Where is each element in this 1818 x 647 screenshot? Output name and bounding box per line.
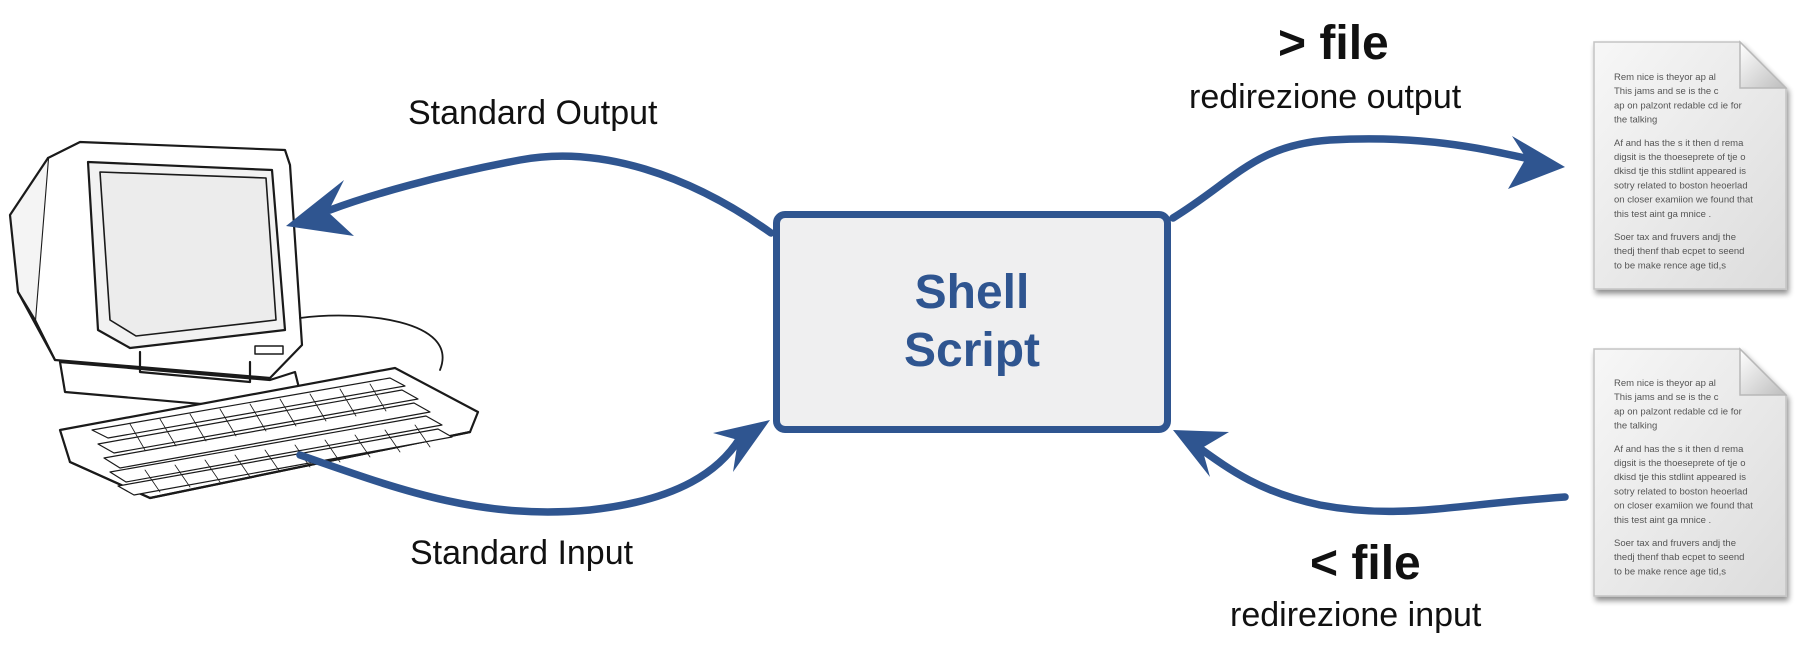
standard-output-arrow bbox=[326, 152, 775, 237]
document-text-line: to be make rence age tid,s bbox=[1614, 566, 1726, 577]
shell-script-box: Shell Script bbox=[773, 211, 1171, 433]
shell-script-line2: Script bbox=[903, 324, 1041, 377]
output-file-document-icon: Rem nice is theyor ap al This jams and se… bbox=[1593, 41, 1787, 290]
document-text-line: Soer tax and fruvers andj the bbox=[1614, 232, 1736, 243]
document-text-line: digsit is the thoeseprete of tje o bbox=[1614, 458, 1746, 469]
input-file-document-icon: Rem nice is theyor ap al This jams and se… bbox=[1593, 348, 1787, 597]
document-text-line: thedj thenf thab ecpet to seend bbox=[1614, 246, 1744, 257]
document-text-line: sotry related to boston heoerlad bbox=[1614, 180, 1748, 191]
document-text-line: ap on palzont redable cd ie for bbox=[1614, 406, 1742, 417]
document-text-line: the talking bbox=[1614, 115, 1657, 126]
document-text-line: on closer examiion we found that bbox=[1614, 195, 1753, 206]
standard-output-label: Standard Output bbox=[408, 94, 658, 132]
arrowhead-output-redirect bbox=[1508, 136, 1565, 189]
document-text-line: this test aint ga mnice . bbox=[1614, 209, 1711, 220]
computer-terminal-icon bbox=[8, 140, 480, 500]
input-redirect-description: redirezione input bbox=[1230, 596, 1482, 634]
document-text-line: Rem nice is theyor ap al bbox=[1614, 72, 1716, 83]
output-file-text: Rem nice is theyor ap al This jams and se… bbox=[1614, 72, 1753, 271]
document-text-line: Af and has the s it then d rema bbox=[1614, 138, 1744, 149]
input-redirect-operator: < file bbox=[1310, 537, 1421, 590]
document-text-line: sotry related to boston heoerlad bbox=[1614, 486, 1748, 497]
document-text-line: to be make rence age tid,s bbox=[1614, 260, 1726, 271]
arrowhead-standard-output bbox=[286, 180, 354, 236]
document-text-line: the talking bbox=[1614, 421, 1657, 432]
input-file-text: Rem nice is theyor ap al This jams and se… bbox=[1614, 378, 1753, 577]
arrowhead-standard-input bbox=[713, 420, 770, 472]
document-text-line: digsit is the thoeseprete of tje o bbox=[1614, 152, 1746, 163]
output-redirect-arrow bbox=[1169, 135, 1529, 222]
document-text-line: Soer tax and fruvers andj the bbox=[1614, 538, 1736, 549]
output-redirect-operator: > file bbox=[1278, 17, 1389, 70]
document-text-line: Rem nice is theyor ap al bbox=[1614, 378, 1716, 389]
document-text-line: ap on palzont redable cd ie for bbox=[1614, 100, 1742, 111]
document-text-line: dkisd tje this stdlint appeared is bbox=[1614, 166, 1746, 177]
document-text-line: This jams and se is the c bbox=[1614, 86, 1719, 97]
arrowheads bbox=[286, 136, 1565, 477]
input-redirect-arrow bbox=[1194, 443, 1569, 516]
document-text-line: dkisd tje this stdlint appeared is bbox=[1614, 472, 1746, 483]
document-text-line: this test aint ga mnice . bbox=[1614, 515, 1711, 526]
standard-input-arrow bbox=[296, 434, 744, 516]
document-text-line: Af and has the s it then d rema bbox=[1614, 444, 1744, 455]
document-text-line: This jams and se is the c bbox=[1614, 392, 1719, 403]
document-text-line: on closer examiion we found that bbox=[1614, 501, 1753, 512]
standard-input-label: Standard Input bbox=[410, 534, 634, 572]
document-text-line: thedj thenf thab ecpet to seend bbox=[1614, 552, 1744, 563]
arrowhead-input-redirect bbox=[1173, 430, 1229, 477]
shell-script-line1: Shell bbox=[914, 266, 1030, 319]
output-redirect-description: redirezione output bbox=[1189, 78, 1462, 116]
flow-arrows bbox=[296, 135, 1569, 516]
